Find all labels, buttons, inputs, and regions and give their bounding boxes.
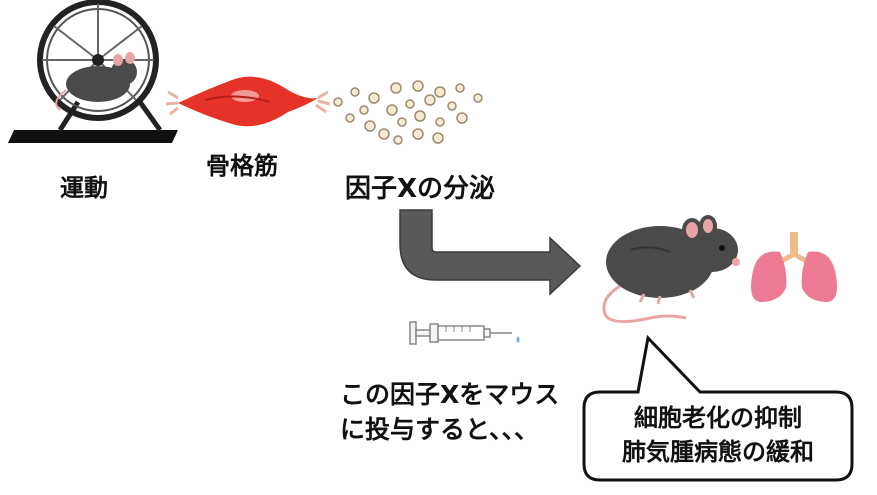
syringe-icon — [409, 321, 520, 345]
arrow-icon — [399, 209, 582, 296]
result-text: 細胞老化の抑制 肺気腫病態の緩和 — [584, 392, 852, 480]
administration-text-line2: に投与すると、、、 — [340, 415, 540, 444]
administration-text-line1: この因子Xをマウス — [340, 380, 560, 409]
mouse-icon — [602, 215, 740, 323]
result-line-1: 細胞老化の抑制 — [634, 404, 802, 432]
result-line-2: 肺気腫病態の緩和 — [622, 438, 814, 466]
lung-icon — [751, 232, 837, 302]
hamster-wheel-icon — [8, 0, 178, 143]
particles-icon — [333, 80, 483, 145]
muscle-icon — [165, 76, 331, 127]
secretion-label: 因子Xの分泌 — [345, 174, 496, 204]
exercise-label: 運動 — [60, 174, 108, 202]
speech-bubble — [582, 334, 854, 482]
muscle-label: 骨格筋 — [206, 152, 278, 180]
